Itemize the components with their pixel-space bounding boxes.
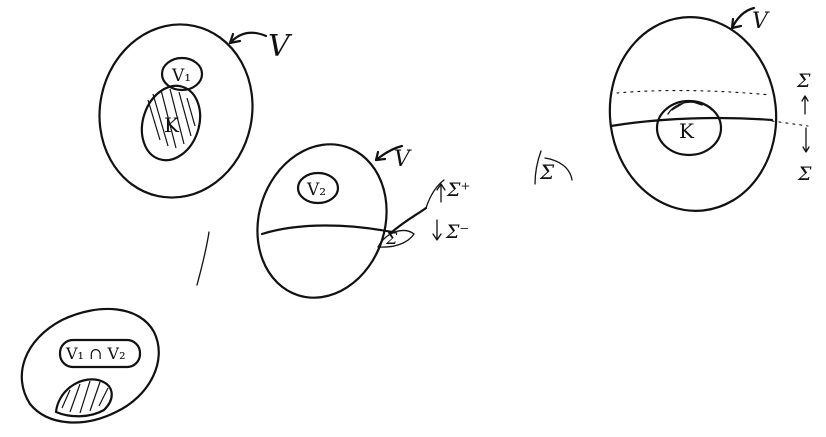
label-k-top-left: K xyxy=(164,113,180,137)
label-v1-intersect-v2: V₁ ∩ V₂ xyxy=(65,344,126,363)
arrow-down-right xyxy=(803,128,809,152)
v-pointer-arrow-right xyxy=(732,8,754,28)
label-v-middle: V xyxy=(394,147,412,172)
label-v-top-left: V xyxy=(268,29,293,64)
arrow-down-sigma-minus xyxy=(433,220,441,240)
figure-sigma-standalone: Σ xyxy=(535,151,572,184)
figure-bottom-left: V₁ ∩ V₂ xyxy=(22,309,159,423)
label-v2: V₂ xyxy=(306,180,326,200)
label-sigma-middle: Σ xyxy=(385,229,398,248)
label-sigma-bottom-right: Σ xyxy=(797,163,812,185)
label-v-right: V xyxy=(752,9,770,34)
dotted-upper-line-right xyxy=(617,91,770,95)
stray-stroke-middle xyxy=(197,232,209,285)
figure-right: V K Σ Σ xyxy=(600,8,812,219)
label-sigma-top-right: Σ xyxy=(796,70,811,92)
label-sigma-plus: Σ⁺ xyxy=(446,179,470,201)
region-v-outer-right xyxy=(600,9,785,219)
hatching-intersection xyxy=(62,381,108,413)
equator-sigma-dotted-extension xyxy=(772,121,808,126)
region-outer-bottom-left xyxy=(22,309,159,423)
label-sigma-standalone: Σ xyxy=(539,160,555,184)
arrow-up-right xyxy=(802,96,808,114)
figure-middle: V V₂ Σ Σ⁺ Σ⁻ xyxy=(197,127,470,314)
figure-top-left: V V₁ K xyxy=(84,10,293,212)
label-v1: V₁ xyxy=(171,66,191,86)
label-sigma-minus: Σ⁻ xyxy=(445,221,469,243)
label-k-right: K xyxy=(679,119,695,143)
arrow-up-sigma-plus xyxy=(437,184,445,202)
